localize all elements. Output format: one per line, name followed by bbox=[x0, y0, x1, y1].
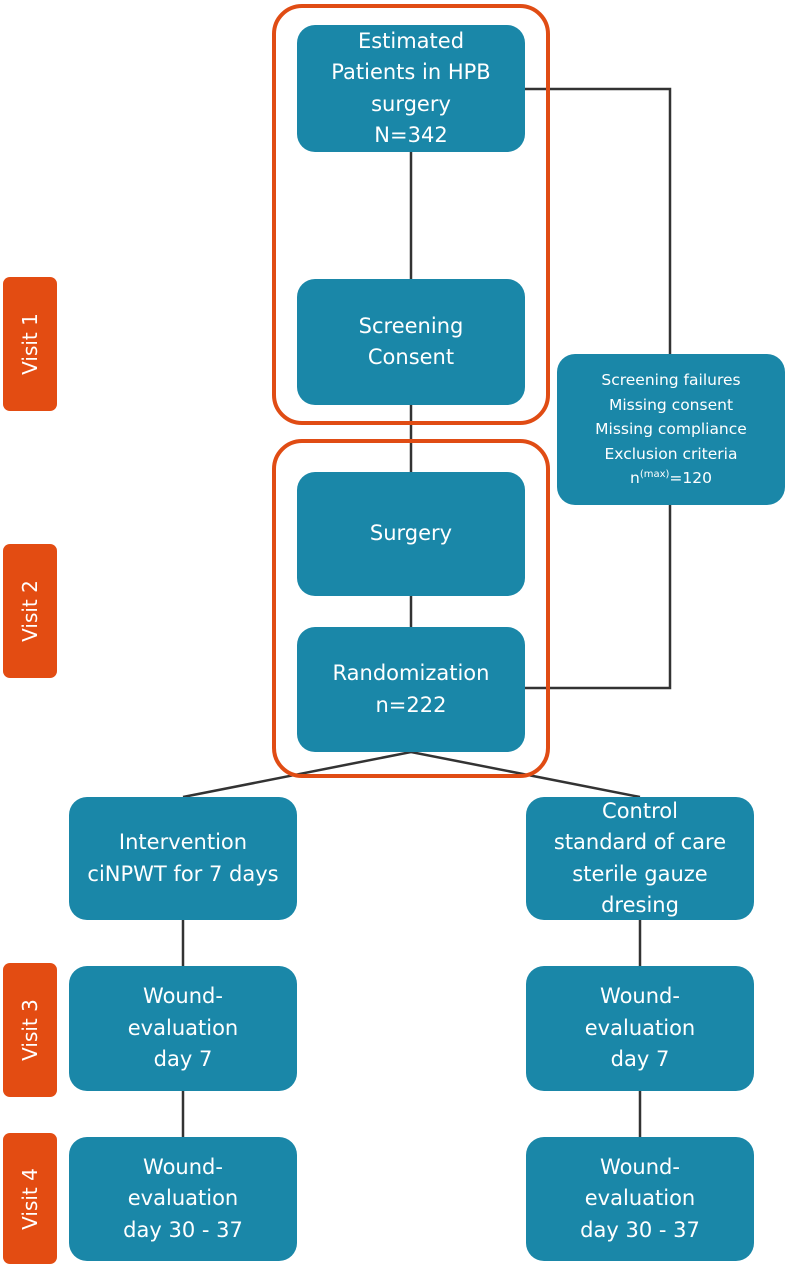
visit-4-text: Visit 4 bbox=[18, 1167, 43, 1230]
control-box: Control standard of care sterile gauze d… bbox=[526, 797, 754, 920]
surgery-text: Surgery bbox=[369, 521, 453, 546]
wound-eval-right-visit3-box: Wound- evaluation day 7 bbox=[526, 966, 754, 1091]
connector-randomization-branches bbox=[182, 750, 641, 799]
screening-failures-lines: Screening failures Missing consent Missi… bbox=[595, 371, 747, 463]
estimated-patients-text: Estimated Patients in HPB surgery N=342 bbox=[331, 28, 491, 148]
estimated-patients-box: Estimated Patients in HPB surgery N=342 bbox=[297, 25, 525, 152]
intervention-box: Intervention ciNPWT for 7 days bbox=[69, 797, 297, 920]
visit2-outline bbox=[272, 439, 550, 778]
wound-eval-left-visit4-text: Wound- evaluation day 30 - 37 bbox=[123, 1154, 243, 1242]
visit-2-label: Visit 2 bbox=[3, 544, 57, 678]
n-superscript: (max) bbox=[639, 469, 670, 481]
n-max-label: n(max)=120 bbox=[630, 469, 712, 487]
visit-1-text: Visit 1 bbox=[18, 313, 43, 375]
wound-eval-left-visit4-box: Wound- evaluation day 30 - 37 bbox=[69, 1137, 297, 1261]
n-prefix: n bbox=[629, 469, 640, 488]
n-value: =120 bbox=[669, 469, 712, 488]
screening-consent-text: Screening Consent bbox=[358, 313, 464, 370]
intervention-text: Intervention ciNPWT for 7 days bbox=[87, 830, 279, 886]
visit-1-label: Visit 1 bbox=[3, 277, 57, 411]
wound-eval-right-visit4-text: Wound- evaluation day 30 - 37 bbox=[580, 1154, 700, 1242]
screening-failures-box: Screening failures Missing consent Missi… bbox=[557, 354, 785, 505]
visit-3-label: Visit 3 bbox=[3, 963, 57, 1097]
visit1-outline bbox=[272, 4, 550, 425]
visit-4-label: Visit 4 bbox=[3, 1133, 57, 1264]
randomization-box: Randomization n=222 bbox=[297, 627, 525, 752]
wound-eval-left-visit3-box: Wound- evaluation day 7 bbox=[69, 966, 297, 1091]
control-text: Control standard of care sterile gauze d… bbox=[553, 798, 727, 918]
wound-eval-left-visit3-text: Wound- evaluation day 7 bbox=[127, 984, 239, 1072]
screening-consent-box: Screening Consent bbox=[297, 279, 525, 405]
visit-3-text: Visit 3 bbox=[18, 999, 43, 1061]
screening-failures-text: Screening failures Missing consent Missi… bbox=[595, 368, 747, 491]
wound-eval-right-visit4-box: Wound- evaluation day 30 - 37 bbox=[526, 1137, 754, 1261]
surgery-box: Surgery bbox=[297, 472, 525, 596]
visit-2-text: Visit 2 bbox=[18, 580, 43, 642]
wound-eval-right-visit3-text: Wound- evaluation day 7 bbox=[584, 984, 696, 1072]
randomization-text: Randomization n=222 bbox=[332, 661, 490, 717]
